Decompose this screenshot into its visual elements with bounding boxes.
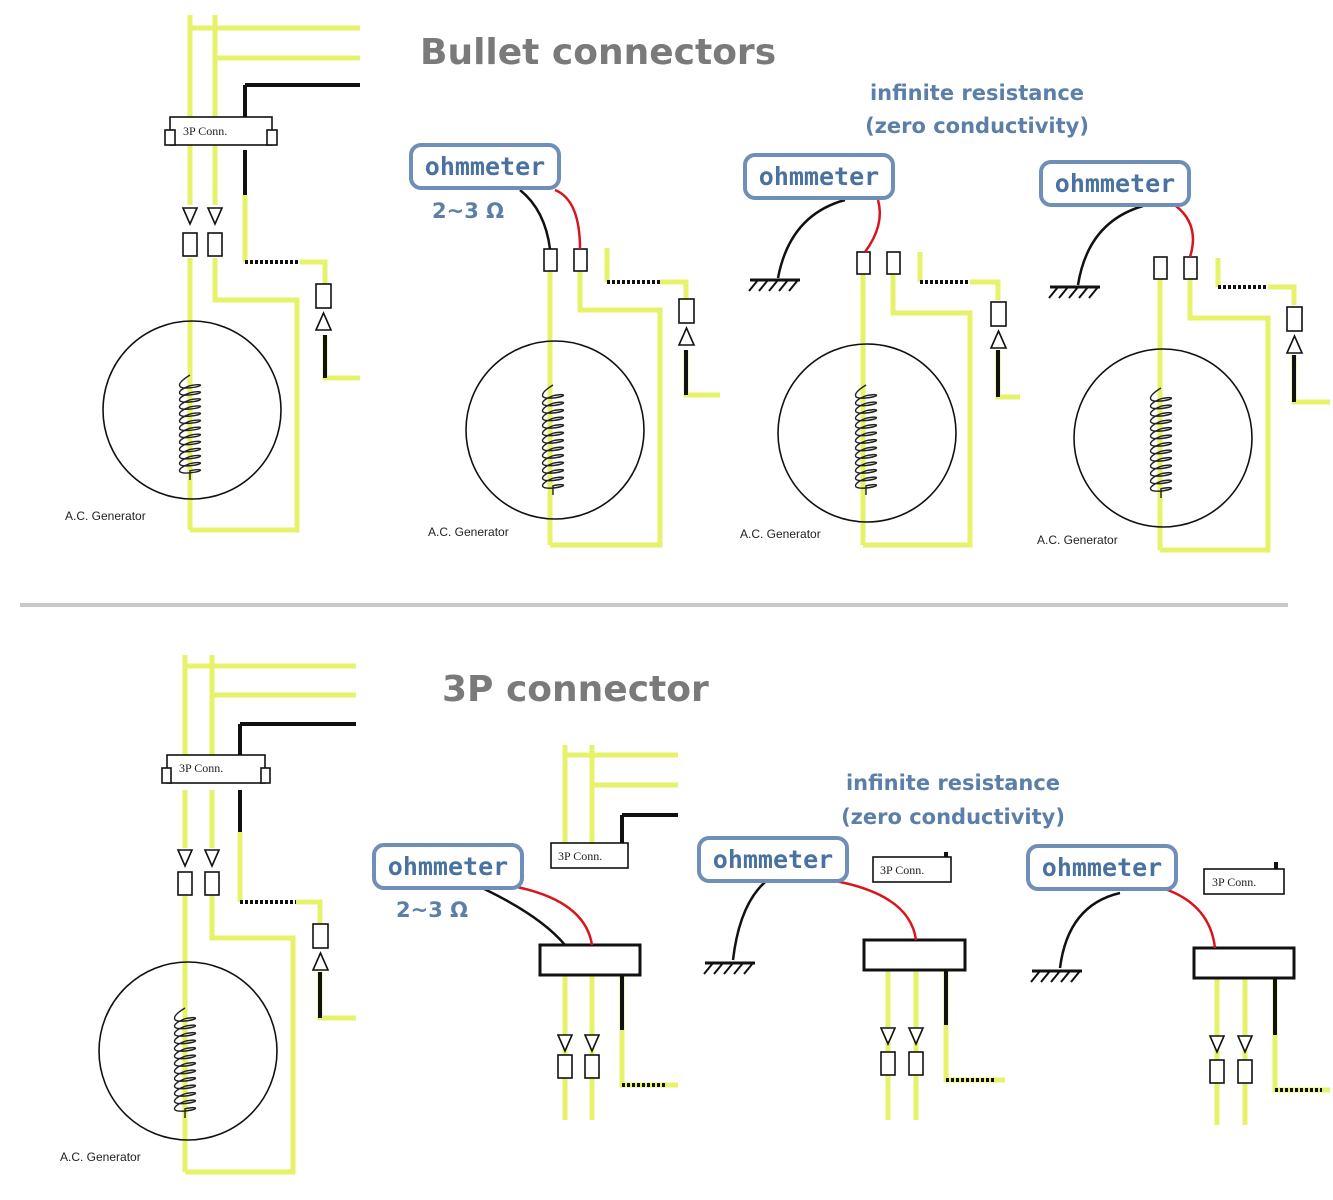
svg-text:3P Conn.: 3P Conn. (880, 863, 924, 877)
ground-symbol (703, 961, 755, 975)
svg-text:ohmmeter: ohmmeter (1055, 169, 1175, 198)
generator-label: A.C. Generator (65, 509, 146, 523)
generator-circle (102, 320, 282, 500)
zero-conductivity-note-bottom: (zero conductivity) (841, 805, 1065, 829)
red-lead (554, 188, 582, 250)
svg-text:2~3 Ω: 2~3 Ω (396, 898, 468, 922)
svg-text:ohmmeter: ohmmeter (713, 845, 833, 874)
panel-3p-coil-test: 3P Conn. 2~3 Ω (396, 745, 678, 1120)
panel-bullet-ground-test-2: A.C. Generator (1037, 204, 1330, 553)
coil-icon (1149, 387, 1173, 498)
infinite-resistance-note-top: infinite resistance (870, 81, 1084, 105)
svg-text:3P Conn.: 3P Conn. (179, 761, 223, 775)
coil-icon (173, 1007, 197, 1118)
3p-connector-heading: 3P connector (442, 669, 709, 710)
ground-symbol (1030, 969, 1082, 983)
panel-3p-ground-test-2: 3P Conn. (1030, 862, 1330, 1125)
resistance-value: 2~3 Ω (432, 199, 504, 223)
svg-text:A.C. Generator: A.C. Generator (1037, 533, 1118, 547)
coil-icon (541, 384, 565, 495)
panel-bullet-ground-test-1: A.C. Generator (740, 198, 1020, 548)
ohmmeter-bottom-3: ohmmeter (1026, 844, 1178, 891)
ohmmeter-bottom-1: ohmmeter (372, 843, 524, 890)
3p-connector-label: 3P Conn. (183, 124, 227, 138)
svg-text:A.C. Generator: A.C. Generator (60, 1150, 141, 1164)
infinite-resistance-note-bottom: infinite resistance (846, 771, 1060, 795)
ground-symbol (1048, 285, 1100, 299)
panel-bullet-coil-test: A.C. Generator 2~3 Ω (428, 188, 720, 548)
reference-diagram-3p: 3P Conn. A.C. Generator (60, 655, 356, 1175)
svg-text:3P Conn.: 3P Conn. (558, 849, 602, 863)
svg-text:3P Conn.: 3P Conn. (1212, 875, 1256, 889)
ohmmeter-top-1: ohmmeter (409, 143, 561, 190)
svg-text:ohmmeter: ohmmeter (759, 162, 879, 191)
svg-text:ohmmeter: ohmmeter (1042, 853, 1162, 882)
svg-text:A.C. Generator: A.C. Generator (428, 525, 509, 539)
3p-connector-socket (538, 943, 642, 977)
svg-text:ohmmeter: ohmmeter (388, 852, 508, 881)
svg-text:ohmmeter: ohmmeter (425, 152, 545, 181)
ohmmeter-bottom-2: ohmmeter (697, 836, 849, 883)
ohmmeter-top-2: ohmmeter (743, 153, 895, 200)
panel-3p-ground-test-1: 3P Conn. (703, 852, 1005, 1120)
zero-conductivity-note-top: (zero conductivity) (865, 114, 1089, 138)
reference-diagram-bullet: 3P Conn. A.C. Generator (65, 15, 360, 533)
generator-coils (173, 374, 1173, 1118)
black-lead (519, 189, 552, 250)
ohmmeter-top-3: ohmmeter (1039, 160, 1191, 207)
svg-text:A.C. Generator: A.C. Generator (740, 527, 821, 541)
coil-icon (178, 374, 202, 480)
bullet-connectors-heading: Bullet connectors (420, 32, 776, 73)
ground-symbol (748, 278, 800, 292)
coil-icon (854, 384, 878, 495)
